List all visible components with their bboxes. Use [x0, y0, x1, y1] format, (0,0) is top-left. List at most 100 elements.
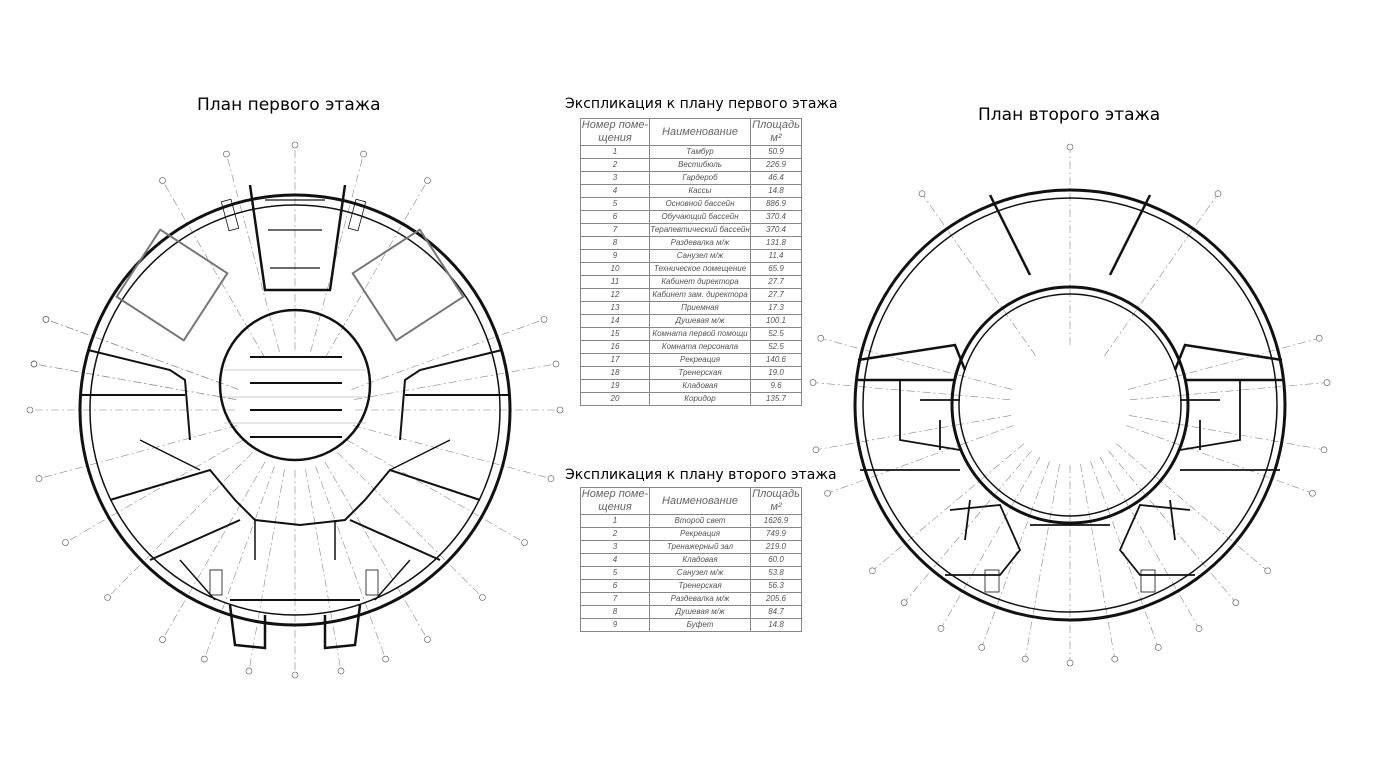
room-name: Основной бассейн	[649, 197, 751, 211]
room-name: Рекреация	[649, 353, 751, 367]
room-area: 205.6	[750, 592, 802, 606]
plan2-east-cut	[1173, 343, 1283, 382]
room-number: 1	[580, 514, 650, 528]
plan2-inner-ring-wall	[862, 197, 1278, 613]
grid-axis-marker	[1214, 190, 1222, 197]
room-number: 4	[580, 184, 650, 198]
grid-axis-line	[982, 461, 1050, 645]
grid-axis-line	[905, 450, 1032, 601]
room-number: 3	[580, 171, 650, 185]
grid-axis-marker	[809, 379, 817, 386]
room-number: 2	[580, 158, 650, 172]
room-area: 100.1	[750, 314, 802, 328]
grid-axis-marker	[817, 334, 825, 342]
grid-axis-line	[67, 439, 244, 542]
grid-axis-marker	[824, 489, 831, 497]
room-name: Комната первой помощи	[649, 327, 751, 341]
room-area: 53.8	[750, 566, 802, 580]
grid-axis-marker	[552, 360, 560, 368]
room-name: Кладовая	[649, 553, 751, 567]
room-name: Второй свет	[649, 514, 751, 528]
room-name: Тренерская	[649, 366, 751, 380]
room-number: 18	[580, 366, 650, 380]
room-area: 370.4	[750, 223, 802, 237]
plan1-main-pool-lanes	[250, 356, 342, 438]
room-number: 9	[580, 249, 650, 263]
room-number: 17	[580, 353, 650, 367]
grid-axis-marker	[159, 177, 166, 184]
room-name: Раздевалка м/ж	[649, 592, 751, 606]
room-number: 5	[580, 197, 650, 211]
plan2-north-void-cut	[988, 194, 1152, 276]
room-name: Кабинет директора	[649, 275, 751, 289]
plan2-west-rooms	[860, 380, 961, 471]
grid-axis-line	[823, 338, 1013, 390]
room-name: Обучающий бассейн	[649, 210, 751, 224]
plan1-east-wing	[399, 349, 510, 441]
header-name: Наименование	[649, 118, 751, 146]
room-number: 8	[580, 605, 650, 619]
grid-axis-line	[1126, 425, 1310, 493]
grid-axis-line	[163, 182, 266, 359]
plan1-stairs	[209, 198, 379, 596]
grid-axis-marker	[30, 360, 38, 368]
header-area: Площадь м²	[750, 487, 802, 515]
room-number: 20	[580, 392, 650, 406]
grid-axis-marker	[382, 655, 389, 663]
grid-axis-line	[1090, 461, 1158, 645]
grid-axis-marker	[62, 539, 69, 546]
grid-axis-marker	[556, 406, 564, 414]
grid-axis-marker	[869, 567, 876, 575]
room-name: Приемная	[649, 301, 751, 315]
plan1-outer-wall	[78, 193, 512, 627]
plan2-second-floor	[853, 188, 1287, 622]
grid-axis-line	[1080, 464, 1115, 657]
grid-axis-line	[1104, 195, 1217, 357]
room-name: Раздевалка м/ж	[649, 236, 751, 250]
table2-title: Экспликация к плану второго этажа	[565, 467, 837, 483]
room-area: 19.0	[750, 366, 802, 380]
room-name: Техническое помещение	[649, 262, 751, 276]
grid-axis-marker	[26, 406, 34, 414]
grid-axis-line	[1127, 338, 1317, 390]
room-name: Терапевтический бассейн	[649, 223, 751, 237]
room-number: 19	[580, 379, 650, 393]
grid-axis-marker	[201, 655, 208, 663]
grid-axis-marker	[1320, 446, 1328, 454]
room-number: 16	[580, 340, 650, 354]
grid-axis-line	[1108, 450, 1235, 601]
plan1-entrance-block-south	[228, 604, 362, 650]
room-name: Душевая м/ж	[649, 605, 751, 619]
grid-axis-line	[346, 439, 523, 542]
grid-axis-marker	[1232, 599, 1240, 606]
grid-axis-marker	[424, 177, 431, 184]
room-number: 14	[580, 314, 650, 328]
grid-axis-marker	[42, 316, 50, 323]
grid-axis-marker	[424, 636, 431, 643]
room-number: 8	[580, 236, 650, 250]
room-name: Комната персонала	[649, 340, 751, 354]
grid-axis-line	[226, 156, 280, 353]
grid-axis-marker	[1264, 567, 1271, 575]
room-number: 7	[580, 592, 650, 606]
grid-axis-marker	[1195, 625, 1203, 632]
room-area: 135.7	[750, 392, 802, 406]
room-number: 3	[580, 540, 650, 554]
grid-axis-marker	[1154, 644, 1162, 651]
table1-title: Экспликация к плану первого этажа	[565, 96, 838, 112]
grid-axis-line	[818, 415, 1011, 450]
room-area: 52.5	[750, 327, 802, 341]
